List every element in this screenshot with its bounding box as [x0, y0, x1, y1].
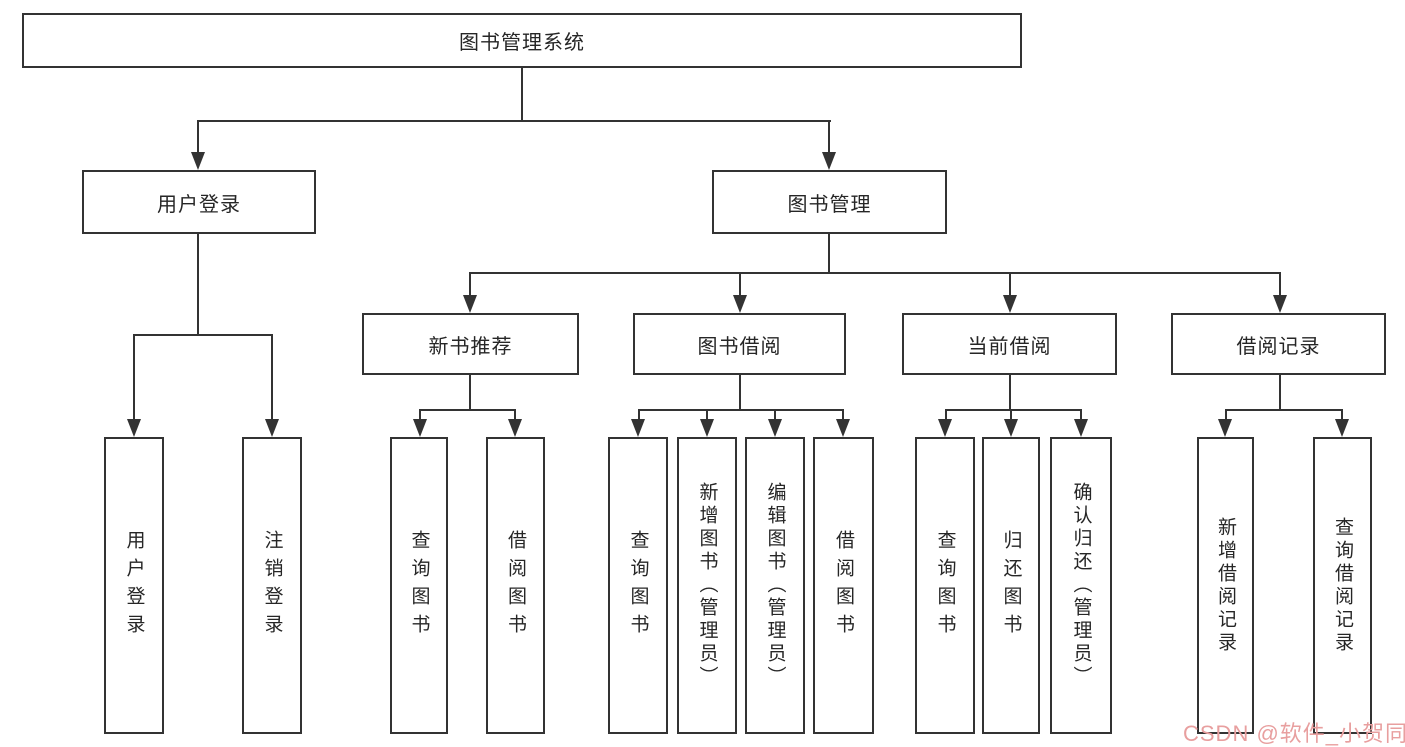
arrow-down-icon	[1004, 419, 1018, 437]
connector-newbook-rail	[419, 409, 516, 411]
connector-root-drop-left	[197, 120, 199, 154]
node-br-add-record: 新增借阅记录	[1197, 437, 1254, 734]
connector-records-rail	[1225, 409, 1343, 411]
connector-root-rail	[197, 120, 831, 122]
connector-borrow-drop-1	[638, 409, 640, 421]
node-book-borrow: 图书借阅	[633, 313, 846, 375]
node-cb-confirm-return-admin: 确认归还（管理员）	[1050, 437, 1112, 734]
node-borrow-records: 借阅记录	[1171, 313, 1386, 375]
connector-borrow-rail	[638, 409, 844, 411]
arrow-down-icon	[1218, 419, 1232, 437]
connector-root-drop-right	[828, 120, 830, 154]
arrow-down-icon	[413, 419, 427, 437]
connector-borrow-drop-4	[842, 409, 844, 421]
connector-userlogin-drop-right	[271, 334, 273, 420]
node-logout: 注销登录	[242, 437, 302, 734]
connector-root-stem	[521, 68, 523, 122]
node-new-book-rec: 新书推荐	[362, 313, 579, 375]
connector-records-drop-1	[1225, 409, 1227, 421]
node-book-mgmt: 图书管理	[712, 170, 947, 234]
arrow-down-icon	[836, 419, 850, 437]
arrow-down-icon	[1273, 295, 1287, 313]
connector-userlogin-rail	[133, 334, 273, 336]
arrow-down-icon	[733, 295, 747, 313]
arrow-down-icon	[631, 419, 645, 437]
connector-records-stem	[1279, 375, 1281, 411]
connector-current-rail	[945, 409, 1082, 411]
arrow-down-icon	[768, 419, 782, 437]
node-bb-add-books-admin: 新增图书（管理员）	[677, 437, 737, 734]
connector-newbook-drop-1	[419, 409, 421, 421]
arrow-down-icon	[265, 419, 279, 437]
connector-bookmgmt-drop-4	[1279, 272, 1281, 296]
watermark: CSDN @软件_小贺同学	[1183, 721, 1405, 746]
arrow-down-icon	[463, 295, 477, 313]
connector-bookmgmt-drop-2	[739, 272, 741, 296]
connector-bookmgmt-drop-3	[1009, 272, 1011, 296]
arrow-down-icon	[191, 152, 205, 170]
connector-borrow-drop-3	[774, 409, 776, 421]
arrow-down-icon	[1003, 295, 1017, 313]
connector-current-drop-2	[1010, 409, 1012, 421]
connector-borrow-drop-2	[706, 409, 708, 421]
node-root: 图书管理系统	[22, 13, 1022, 68]
connector-userlogin-drop-left	[133, 334, 135, 420]
connector-current-drop-1	[945, 409, 947, 421]
node-bb-borrow-books: 借阅图书	[813, 437, 874, 734]
node-bb-edit-books-admin: 编辑图书（管理员）	[745, 437, 805, 734]
connector-records-drop-2	[1341, 409, 1343, 421]
arrow-down-icon	[938, 419, 952, 437]
node-user-login: 用户登录	[82, 170, 316, 234]
arrow-down-icon	[822, 152, 836, 170]
connector-bookmgmt-stem	[828, 234, 830, 274]
connector-bookmgmt-drop-1	[469, 272, 471, 296]
node-cb-return-books: 归还图书	[982, 437, 1040, 734]
node-br-query-record: 查询借阅记录	[1313, 437, 1372, 734]
connector-bookmgmt-rail	[469, 272, 1281, 274]
node-bb-query-books: 查询图书	[608, 437, 668, 734]
connector-newbook-stem	[469, 375, 471, 411]
arrow-down-icon	[1335, 419, 1349, 437]
node-nb-query-books: 查询图书	[390, 437, 448, 734]
node-nb-borrow-books: 借阅图书	[486, 437, 545, 734]
node-login: 用户登录	[104, 437, 164, 734]
arrow-down-icon	[1074, 419, 1088, 437]
connector-borrow-stem	[739, 375, 741, 411]
arrow-down-icon	[700, 419, 714, 437]
node-current-borrow: 当前借阅	[902, 313, 1117, 375]
arrow-down-icon	[127, 419, 141, 437]
connector-current-stem	[1009, 375, 1011, 411]
connector-newbook-drop-2	[514, 409, 516, 421]
node-cb-query-books: 查询图书	[915, 437, 975, 734]
connector-userlogin-stem	[197, 234, 199, 336]
connector-current-drop-3	[1080, 409, 1082, 421]
arrow-down-icon	[508, 419, 522, 437]
